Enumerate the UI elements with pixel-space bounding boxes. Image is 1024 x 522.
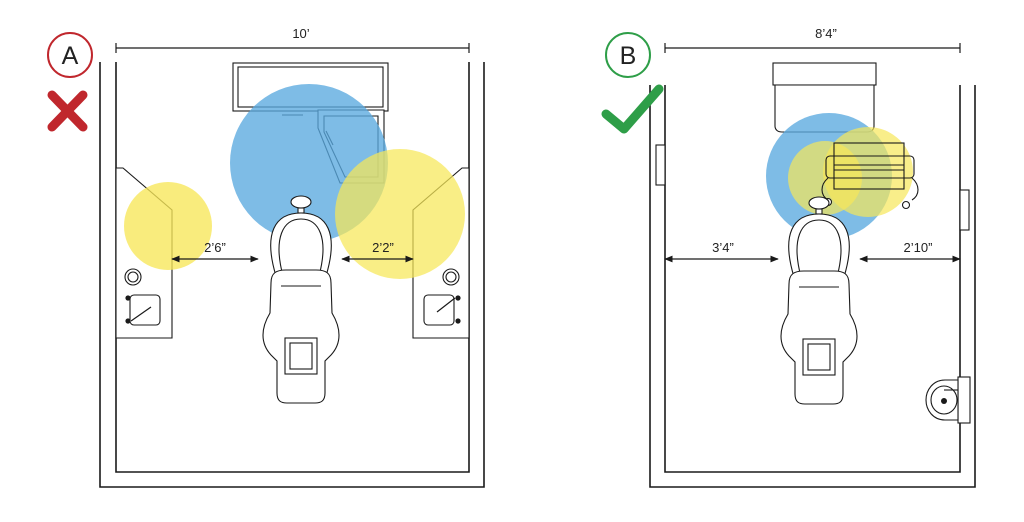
right-clearance-label-a: 2’2” xyxy=(372,240,394,255)
badge-a: A xyxy=(47,32,93,78)
badge-letter-a: A xyxy=(62,42,79,70)
x-icon xyxy=(47,90,88,132)
width-label-b: 8’4” xyxy=(815,26,837,41)
right-clearance-a: 2’2” xyxy=(341,240,414,263)
assistant-zone-right-a xyxy=(335,149,465,279)
assistant-zone-b-2 xyxy=(823,127,913,217)
right-clearance-label-b: 2’10” xyxy=(904,240,933,255)
badge-letter-b: B xyxy=(620,42,637,70)
room-b-walls xyxy=(649,85,976,488)
left-wall-fixture-b xyxy=(655,144,666,186)
layout-b: 8’4” B xyxy=(601,26,976,488)
width-dimension-b: 8’4” xyxy=(664,26,961,53)
reach-zones-a xyxy=(124,84,465,279)
width-dimension-a: 10’ xyxy=(115,26,470,53)
left-clearance-b: 3’4” xyxy=(664,240,779,263)
assistant-zone-left-a xyxy=(124,182,212,270)
left-clearance-label-b: 3’4” xyxy=(712,240,734,255)
left-clearance-a: 2’6” xyxy=(171,240,259,263)
width-label-a: 10’ xyxy=(292,26,309,41)
layout-a: 10’ A xyxy=(47,26,485,488)
checkmark-icon xyxy=(601,84,664,134)
dental-chair-b xyxy=(780,196,858,405)
left-clearance-label-a: 2’6” xyxy=(204,240,226,255)
wall-sink-b xyxy=(925,376,971,424)
badge-b: B xyxy=(605,32,651,78)
dental-chair-a xyxy=(262,195,340,404)
reach-zones-b xyxy=(766,113,913,239)
right-clearance-b: 2’10” xyxy=(859,240,961,263)
right-wall-fixture-b xyxy=(959,189,970,231)
